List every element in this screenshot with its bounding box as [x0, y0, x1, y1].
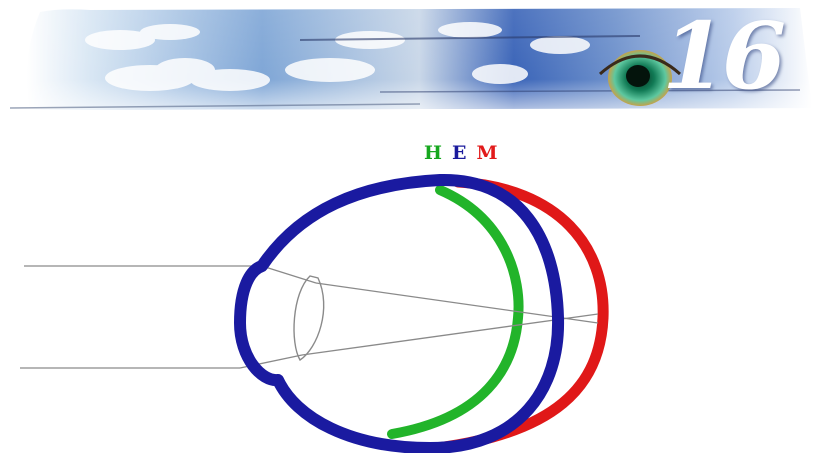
eye-icon [598, 50, 682, 106]
sky-banner [9, 8, 812, 110]
hyperopia-retina-arc [387, 185, 524, 439]
ray-through-lens-upper [261, 265, 317, 284]
legend-label-hyperopia: H [424, 142, 442, 164]
crystalline-lens [293, 275, 325, 361]
eye-refraction-diagram [20, 173, 609, 453]
legend-label-emmetropia: E [451, 142, 467, 164]
refracted-ray-upper [315, 282, 599, 324]
legend-label-myopia: M [476, 142, 498, 164]
myopia-retina-arc [414, 176, 609, 453]
refracted-ray-lower [301, 313, 599, 356]
chapter-number: 16 [662, 2, 786, 110]
eyeball-outline [234, 173, 565, 453]
